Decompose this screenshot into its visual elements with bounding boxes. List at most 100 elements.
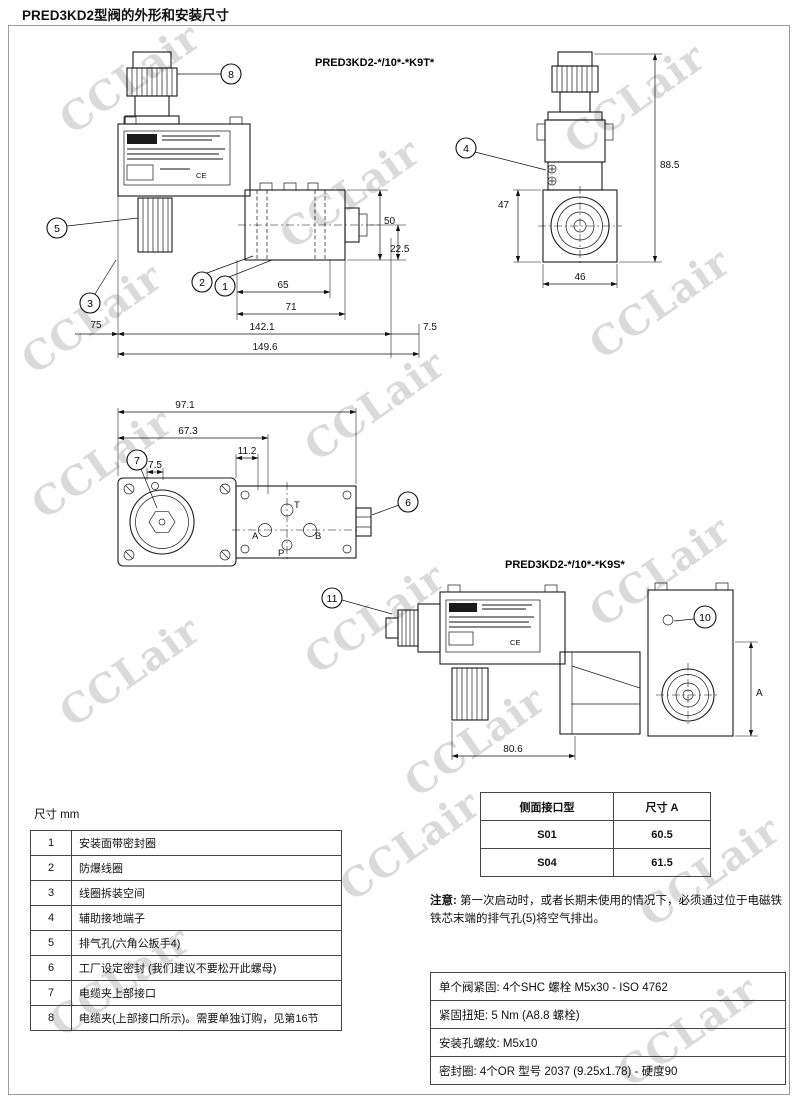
units-label: 尺寸 mm bbox=[34, 809, 80, 821]
port-type-value: S01 bbox=[480, 820, 614, 849]
svg-text:8: 8 bbox=[228, 69, 234, 81]
content-frame bbox=[8, 25, 790, 1095]
vent-cap bbox=[137, 197, 173, 253]
legend-row: 8 电缆夹(上部接口所示)。需要单独订购，见第16节 bbox=[30, 1005, 342, 1031]
page-title: PRED3KD2型阀的外形和安装尺寸 bbox=[22, 8, 230, 23]
view-k9s: PRED3KD2-*/10*-*K9S* CE bbox=[321, 559, 763, 760]
legend-num: 4 bbox=[30, 905, 72, 931]
dim-A: A bbox=[756, 688, 763, 699]
legend-num: 1 bbox=[30, 830, 72, 856]
port-type-header-row: 侧面接口型 尺寸 A bbox=[480, 792, 711, 821]
legend-row: 3 线圈拆装空间 bbox=[30, 880, 342, 906]
callout-10: 10 bbox=[673, 605, 717, 629]
spec-text: 密封圈: 4个OR 型号 2037 (9.25x1.78) - 硬度90 bbox=[430, 1056, 786, 1085]
dims-top-view: 97.1 67.3 11.2 7.5 bbox=[117, 400, 357, 494]
valve-body-front bbox=[538, 186, 622, 266]
legend-num: 6 bbox=[30, 955, 72, 981]
dims-bottom: 65 71 142.1 7.5 149.6 75 bbox=[75, 196, 437, 358]
dims-front: 88.5 47 46 bbox=[498, 53, 680, 288]
legend-text: 电缆夹上部接口 bbox=[71, 980, 342, 1006]
dim-7-5: 7.5 bbox=[423, 322, 437, 333]
legend-text: 辅助接地端子 bbox=[71, 905, 342, 931]
ce-mark: CE bbox=[196, 171, 206, 180]
dim-142-1: 142.1 bbox=[249, 322, 274, 333]
dim-a-value: 60.5 bbox=[613, 820, 711, 849]
legend-table: 1 安装面带密封圈 2 防爆线圈 3 线圈拆装空间 4 辅助接地端子 5 排气孔… bbox=[30, 830, 342, 1031]
k9s-front-view bbox=[647, 582, 734, 737]
dim-80-6: 80.6 bbox=[503, 744, 523, 755]
callout-8: 8 bbox=[177, 63, 242, 85]
dim-a-value: 61.5 bbox=[613, 848, 711, 877]
svg-text:11: 11 bbox=[327, 593, 338, 605]
svg-text:6: 6 bbox=[405, 497, 411, 509]
port-p-label: P bbox=[278, 548, 284, 559]
note-label: 注意: bbox=[430, 895, 457, 907]
port-t-label: T bbox=[294, 500, 300, 511]
dim-7-5-top: 7.5 bbox=[148, 460, 162, 471]
dim-47: 47 bbox=[498, 200, 510, 211]
spec-table: 单个阀紧固: 4个SHC 螺栓 M5x30 - ISO 4762 紧固扭矩: 5… bbox=[430, 972, 786, 1085]
legend-row: 2 防爆线圈 bbox=[30, 855, 342, 881]
legend-text: 线圈拆装空间 bbox=[71, 880, 342, 906]
callout-2: 2 bbox=[191, 255, 254, 293]
valve-drawings: PRED3KD2-*/10*-*K9T* 8 bbox=[46, 51, 763, 760]
dim-149-6: 149.6 bbox=[252, 342, 277, 353]
svg-text:5: 5 bbox=[54, 223, 60, 235]
legend-text: 防爆线圈 bbox=[71, 855, 342, 881]
port-b-label: B bbox=[315, 531, 321, 542]
view-k9t-side: PRED3KD2-*/10*-*K9T* 8 bbox=[46, 51, 437, 358]
spec-row: 单个阀紧固: 4个SHC 螺栓 M5x30 - ISO 4762 bbox=[430, 972, 786, 1001]
cable-gland-front bbox=[547, 51, 603, 121]
model-label-k9t: PRED3KD2-*/10*-*K9T* bbox=[315, 57, 435, 69]
callout-7: 7 bbox=[126, 449, 158, 509]
port-type-table: 侧面接口型 尺寸 A S01 60.5 S04 61.5 bbox=[480, 792, 711, 877]
callout-4: 4 bbox=[455, 137, 547, 171]
legend-row: 5 排气孔(六角公扳手4) bbox=[30, 930, 342, 956]
callout-1: 1 bbox=[214, 259, 273, 297]
callout-11: 11 bbox=[321, 587, 393, 615]
view-top: 7 T A B P bbox=[117, 400, 419, 567]
svg-text:7: 7 bbox=[134, 455, 140, 467]
port-a-label: A bbox=[252, 531, 259, 542]
cable-gland-top bbox=[124, 51, 180, 125]
legend-num: 8 bbox=[30, 1005, 72, 1031]
legend-text: 排气孔(六角公扳手4) bbox=[71, 930, 342, 956]
col-side-type: 侧面接口型 bbox=[480, 792, 614, 821]
dim-67-3: 67.3 bbox=[178, 426, 198, 437]
spec-row: 密封圈: 4个OR 型号 2037 (9.25x1.78) - 硬度90 bbox=[430, 1056, 786, 1085]
callout-6: 6 bbox=[371, 491, 419, 516]
coil-top-view bbox=[117, 477, 237, 567]
coil-front bbox=[536, 119, 614, 191]
dim-65: 65 bbox=[277, 280, 289, 291]
legend-num: 3 bbox=[30, 880, 72, 906]
dim-97-1: 97.1 bbox=[175, 400, 195, 411]
svg-text:10: 10 bbox=[699, 612, 711, 624]
legend-num: 7 bbox=[30, 980, 72, 1006]
dim-46: 46 bbox=[574, 272, 586, 283]
valve-body bbox=[238, 182, 382, 261]
callout-5: 5 bbox=[46, 217, 139, 239]
legend-row: 4 辅助接地端子 bbox=[30, 905, 342, 931]
legend-row: 7 电缆夹上部接口 bbox=[30, 980, 342, 1006]
spec-text: 单个阀紧固: 4个SHC 螺栓 M5x30 - ISO 4762 bbox=[430, 972, 786, 1001]
svg-text:1: 1 bbox=[222, 281, 228, 293]
ce-mark-k9s: CE bbox=[510, 638, 520, 647]
svg-text:2: 2 bbox=[199, 277, 205, 289]
svg-text:4: 4 bbox=[463, 143, 469, 155]
svg-text:3: 3 bbox=[87, 298, 93, 310]
dims-k9s: 80.6 bbox=[451, 722, 576, 760]
dim-50: 50 bbox=[384, 216, 396, 227]
valve-top-view: T A B P bbox=[232, 482, 372, 562]
dim-71: 71 bbox=[285, 302, 297, 313]
dim-88-5: 88.5 bbox=[660, 160, 680, 171]
port-type-row: S01 60.5 bbox=[480, 820, 711, 849]
port-type-value: S04 bbox=[480, 848, 614, 877]
spec-row: 安装孔螺纹: M5x10 bbox=[430, 1028, 786, 1057]
model-label-k9s: PRED3KD2-*/10*-*K9S* bbox=[505, 559, 626, 571]
dims-right: 50 22.5 bbox=[347, 189, 410, 261]
coil-body: CE bbox=[117, 116, 251, 197]
port-type-row: S04 61.5 bbox=[480, 848, 711, 877]
spec-text: 紧固扭矩: 5 Nm (A8.8 螺栓) bbox=[430, 1000, 786, 1029]
legend-text: 电缆夹(上部接口所示)。需要单独订购，见第16节 bbox=[71, 1005, 342, 1031]
